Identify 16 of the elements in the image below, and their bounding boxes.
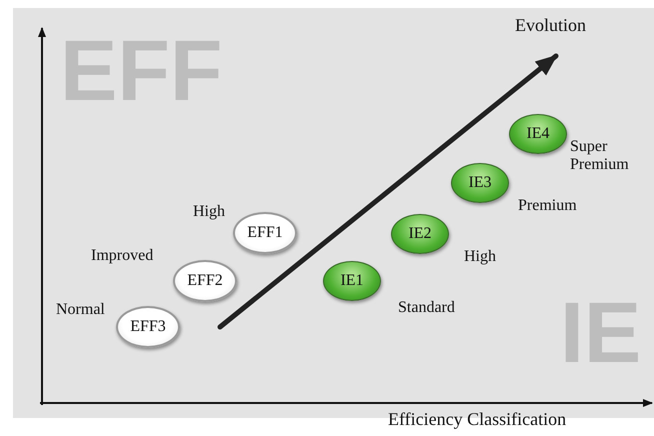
class-name: Improved xyxy=(91,247,154,265)
axis-label: Efficiency Classification xyxy=(388,410,566,428)
class-name: High xyxy=(193,203,225,221)
class-name: Normal xyxy=(56,301,105,319)
class-code: IE4 xyxy=(526,125,550,143)
axis-label: Evolution xyxy=(515,16,586,34)
class-name: High xyxy=(464,248,497,266)
class-code: EFF1 xyxy=(247,224,283,242)
class-code: EFF3 xyxy=(130,318,166,336)
class-code: IE2 xyxy=(408,225,432,243)
class-name: Premium xyxy=(518,197,578,215)
class-name: Super Premium xyxy=(570,138,630,174)
class-code: IE1 xyxy=(340,272,364,290)
class-code: IE3 xyxy=(468,174,492,192)
class-code: EFF2 xyxy=(187,272,223,290)
class-name: Standard xyxy=(398,299,456,317)
